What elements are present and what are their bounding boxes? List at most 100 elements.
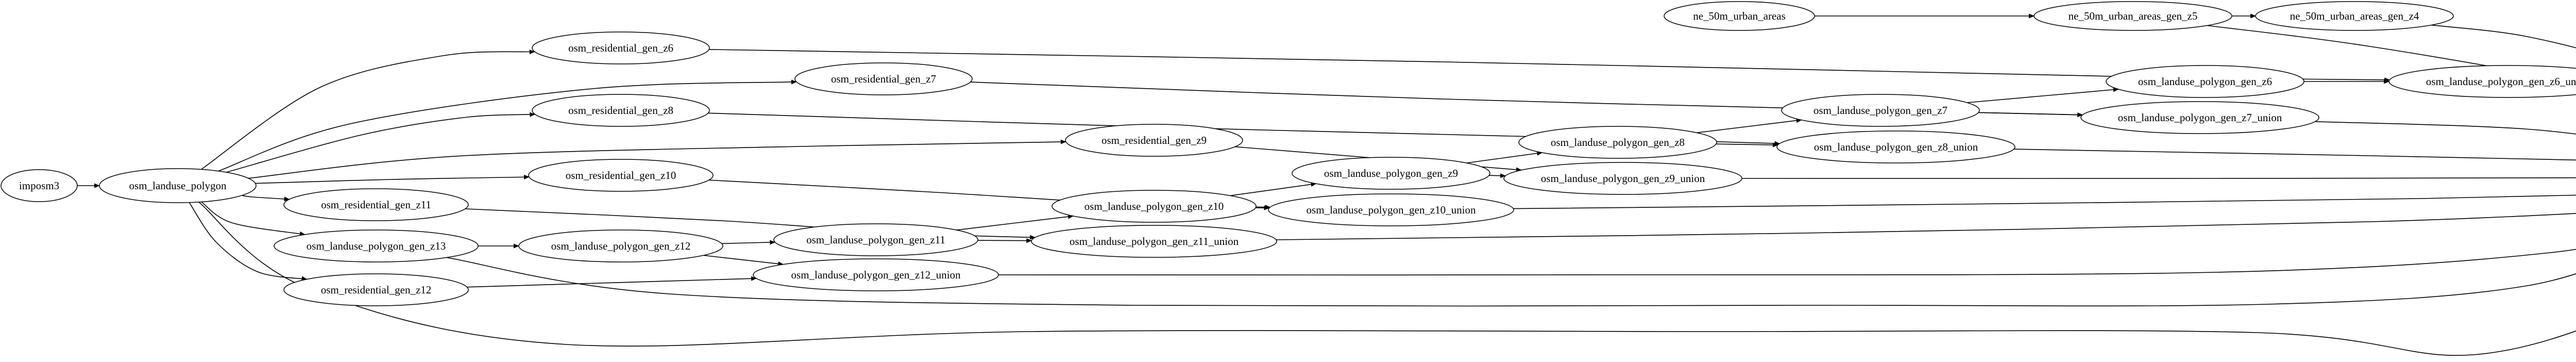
- node-ellipse: [1, 169, 78, 202]
- edge-osm_landuse_polygon_gen_z7-to-osm_landuse_polygon_gen_z6: [1967, 87, 2119, 103]
- nodes: imposm3 osm_landuse_polygon osm_residentia…: [1, 1, 2576, 306]
- node-label: osm_landuse_polygon_gen_z7_union: [2118, 111, 2282, 124]
- edge-osm_residential_gen_z7-to-osm_landuse_polygon_gen_z7_union: [970, 81, 2083, 118]
- node-osm_residential_gen_z11: osm_residential_gen_z11: [283, 188, 469, 221]
- node-ellipse: [1776, 130, 2015, 163]
- node-osm_landuse_polygon_gen_z6: osm_landuse_polygon_gen_z6: [2106, 65, 2304, 98]
- edge-osm_landuse_polygon-to-osm_residential_gen_z7: [218, 79, 797, 172]
- node-ne_50m_urban_areas_gen_z5: ne_50m_urban_areas_gen_z5: [2033, 1, 2232, 31]
- edge-osm_landuse_polygon_gen_z8-to-osm_landuse_polygon_gen_z8_union: [1716, 142, 1778, 147]
- node-ellipse: [274, 229, 479, 262]
- node-label: osm_landuse_polygon_gen_z6_union: [2426, 75, 2576, 88]
- edge-osm_landuse_polygon_gen_z11-to-osm_landuse_polygon_gen_z11_union: [977, 238, 1032, 243]
- node-osm_residential_gen_z10: osm_residential_gen_z10: [528, 159, 714, 192]
- node-label: osm_landuse_polygon_gen_z8: [1551, 136, 1685, 149]
- node-ellipse: [1268, 193, 1514, 226]
- node-label: osm_residential_gen_z11: [321, 199, 431, 211]
- node-ellipse: [1518, 126, 1717, 159]
- node-osm_landuse_polygon_gen_z8_union: osm_landuse_polygon_gen_z8_union: [1776, 130, 2015, 163]
- edge-osm_landuse_polygon_gen_z9-to-osm_landuse_polygon_gen_z8: [1466, 151, 1543, 163]
- node-label: osm_landuse_polygon_gen_z8_union: [1814, 141, 1978, 153]
- node-ne_50m_urban_areas: ne_50m_urban_areas: [1664, 1, 1815, 31]
- edge-osm_landuse_polygon_gen_z9-to-osm_landuse_polygon_gen_z9_union: [1489, 173, 1506, 178]
- node-label: osm_landuse_polygon_gen_z10_union: [1307, 204, 1476, 216]
- edge-osm_landuse_polygon_gen_z12-to-osm_landuse_polygon_gen_z11: [721, 240, 776, 245]
- node-ellipse: [773, 223, 978, 256]
- edge-ne_50m_urban_areas_gen_z4-to-record-z4: [2431, 24, 2576, 48]
- node-ellipse: [99, 168, 257, 203]
- edge-osm_landuse_polygon_gen_z11-to-osm_landuse_polygon_gen_z10: [956, 214, 1074, 231]
- edge-osm_landuse_polygon-to-osm_residential_gen_z8: [226, 112, 536, 173]
- node-osm_landuse_polygon_gen_z7_union: osm_landuse_polygon_gen_z7_union: [2080, 101, 2319, 134]
- edge-osm_landuse_polygon_gen_z9_union-to-record-z9: [1741, 177, 2576, 179]
- node-osm_residential_gen_z12: osm_residential_gen_z12: [283, 273, 469, 306]
- node-imposm3: imposm3: [1, 169, 78, 202]
- node-ellipse: [2106, 65, 2304, 98]
- edge-osm_landuse_polygon-to-osm_residential_gen_z6: [201, 50, 535, 170]
- edge-osm_landuse_polygon-to-record-z14+: [198, 202, 2576, 356]
- edge-osm_landuse_polygon_gen_z10_union-to-record-z10: [1513, 195, 2576, 209]
- node-osm_landuse_polygon_gen_z11_union: osm_landuse_polygon_gen_z11_union: [1031, 225, 1277, 258]
- node-osm_residential_gen_z7: osm_residential_gen_z7: [794, 62, 973, 95]
- edge-osm_landuse_polygon_gen_z12-to-osm_landuse_polygon_gen_z12_union: [703, 255, 784, 267]
- node-osm_landuse_polygon_gen_z8: osm_landuse_polygon_gen_z8: [1518, 126, 1717, 159]
- edge-osm_landuse_polygon_gen_z13-to-record-z13: [446, 257, 2576, 307]
- node-osm_residential_gen_z6: osm_residential_gen_z6: [532, 31, 710, 64]
- node-label: osm_residential_gen_z6: [568, 42, 673, 54]
- node-ellipse: [518, 229, 723, 262]
- edge-osm_residential_gen_z9-to-osm_landuse_polygon_gen_z9_union: [1235, 146, 1522, 172]
- node-ellipse: [283, 188, 469, 221]
- node-label: osm_landuse_polygon_gen_z9_union: [1541, 172, 1705, 185]
- node-label: osm_residential_gen_z8: [568, 104, 673, 117]
- node-osm_landuse_polygon_gen_z9: osm_landuse_polygon_gen_z9: [1292, 157, 1490, 190]
- node-osm_landuse_polygon: osm_landuse_polygon: [99, 168, 257, 203]
- node-ellipse: [2388, 65, 2576, 98]
- node-label: osm_residential_gen_z7: [831, 73, 936, 85]
- edge-osm_landuse_polygon_gen_z8_union-to-record-z8: [2013, 149, 2576, 161]
- node-ellipse: [1292, 157, 1490, 190]
- node-label: osm_landuse_polygon_gen_z6: [2138, 75, 2272, 88]
- node-label: osm_residential_gen_z9: [1101, 134, 1207, 146]
- node-osm_landuse_polygon_gen_z9_union: osm_landuse_polygon_gen_z9_union: [1503, 162, 1742, 195]
- edge-osm_landuse_polygon_gen_z8-to-osm_landuse_polygon_gen_z7: [1697, 118, 1802, 134]
- edge-osm_landuse_polygon-to-osm_landuse_polygon_gen_z13: [201, 201, 306, 236]
- node-osm_residential_gen_z8: osm_residential_gen_z8: [532, 94, 710, 127]
- node-ellipse: [532, 94, 710, 127]
- node-label: osm_landuse_polygon_gen_z11_union: [1070, 235, 1239, 248]
- node-ellipse: [528, 159, 714, 192]
- node-osm_landuse_polygon_gen_z10_union: osm_landuse_polygon_gen_z10_union: [1268, 193, 1514, 226]
- node-ellipse: [1503, 162, 1742, 195]
- node-ellipse: [283, 273, 469, 306]
- node-label: ne_50m_urban_areas_gen_z5: [2069, 10, 2198, 22]
- node-ellipse: [1052, 190, 1257, 223]
- node-osm_landuse_polygon_gen_z10: osm_landuse_polygon_gen_z10: [1052, 190, 1257, 223]
- node-label: osm_landuse_polygon_gen_z12_union: [791, 269, 961, 281]
- edge-osm_residential_gen_z12-to-osm_landuse_polygon_gen_z12_union: [467, 276, 757, 288]
- node-label: osm_landuse_polygon_gen_z7: [1814, 104, 1947, 117]
- edge-osm_landuse_polygon-to-osm_residential_gen_z9: [248, 139, 1066, 179]
- node-label: osm_landuse_polygon_gen_z13: [307, 240, 446, 252]
- node-label: osm_landuse_polygon: [129, 179, 227, 192]
- edge-osm_landuse_polygon-to-osm_residential_gen_z10: [255, 174, 530, 184]
- node-ellipse: [1664, 1, 1815, 31]
- node-osm_landuse_polygon_gen_z6_union: osm_landuse_polygon_gen_z6_union: [2388, 65, 2576, 98]
- edge-osm_landuse_polygon-to-osm_residential_gen_z11: [242, 195, 290, 202]
- node-ellipse: [2080, 101, 2319, 134]
- node-label: ne_50m_urban_areas_gen_z4: [2290, 10, 2419, 22]
- node-ellipse: [2255, 1, 2454, 31]
- node-osm_landuse_polygon_gen_z12_union: osm_landuse_polygon_gen_z12_union: [753, 258, 999, 291]
- node-osm_landuse_polygon_gen_z13: osm_landuse_polygon_gen_z13: [274, 229, 479, 262]
- node-label: ne_50m_urban_areas: [1693, 10, 1786, 22]
- node-ellipse: [794, 62, 973, 95]
- node-osm_landuse_polygon_gen_z12: osm_landuse_polygon_gen_z12: [518, 229, 723, 262]
- node-osm_landuse_polygon_gen_z7: osm_landuse_polygon_gen_z7: [1781, 94, 1980, 127]
- node-ellipse: [2033, 1, 2232, 31]
- node-ellipse: [1031, 225, 1277, 258]
- node-label: imposm3: [19, 179, 59, 192]
- node-ellipse: [1065, 124, 1243, 157]
- node-osm_landuse_polygon_gen_z11: osm_landuse_polygon_gen_z11: [773, 223, 978, 256]
- edge-osm_landuse_polygon_gen_z7_union-to-record-z7: [2315, 121, 2576, 135]
- node-label: osm_landuse_polygon_gen_z10: [1084, 200, 1224, 212]
